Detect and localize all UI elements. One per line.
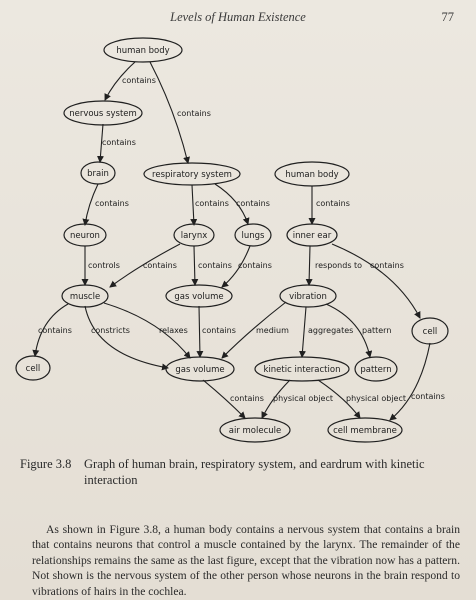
edge-ie-vib	[305, 245, 313, 286]
node-nervous-system	[63, 100, 143, 126]
edge-vib-pattern	[325, 303, 373, 358]
edge-brain-neuron	[82, 183, 99, 226]
node-neuron	[63, 223, 107, 247]
figure-number: Figure 3.8	[20, 457, 72, 471]
node-pattern	[354, 356, 398, 382]
edge-ki-cm	[317, 379, 361, 419]
node-vibration	[279, 284, 337, 308]
edge-label-lungs-gv: contains	[238, 261, 272, 270]
node-label-air-molecule: air molecule	[229, 426, 282, 436]
edge-ns-brain	[96, 123, 104, 163]
edge-lungs-gv	[221, 245, 251, 288]
edge-rs-larynx	[190, 184, 198, 226]
node-label-gas-volume-bottom: gas volume	[175, 365, 224, 375]
node-label-cell-left: cell	[26, 364, 41, 374]
node-label-gas-volume-top: gas volume	[174, 292, 223, 302]
edge-label-neuron-muscle: controls	[88, 261, 120, 270]
edge-hb-rs	[149, 61, 190, 164]
edge-gv2-air	[202, 379, 246, 419]
edge-vib-ki	[298, 306, 307, 358]
edge-muscle-gv2-relaxes	[103, 302, 191, 359]
edge-label-hb-rs: contains	[177, 109, 211, 118]
node-label-nervous-system: nervous system	[69, 109, 137, 119]
edge-ki-air	[261, 379, 291, 419]
edge-label-gv2-air: contains	[230, 394, 264, 403]
edge-label-ie-cell: contains	[370, 261, 404, 270]
node-inner-ear	[286, 223, 338, 247]
edge-label-vib-ki: aggregates	[308, 326, 353, 335]
edge-rs-lungs	[214, 183, 250, 225]
edge-label-cell-cm: contains	[411, 392, 445, 401]
node-kinetic-interaction	[254, 356, 350, 382]
edge-cell-cm	[389, 342, 431, 421]
edge-label-vib-gv2: medium	[256, 326, 289, 335]
edge-label-brain-neuron: contains	[95, 199, 129, 208]
node-label-lungs: lungs	[242, 231, 266, 241]
node-human-body-right	[274, 161, 350, 187]
node-label-human-body: human body	[116, 46, 169, 56]
node-label-neuron: neuron	[70, 231, 100, 241]
figure-caption-text: Graph of human brain, respiratory system…	[84, 457, 425, 487]
edge-muscle-cell	[32, 303, 69, 357]
node-brain	[80, 161, 116, 185]
node-label-larynx: larynx	[181, 231, 208, 241]
edge-hb-ns	[104, 61, 136, 101]
node-gas-volume-top	[165, 284, 233, 308]
edge-label-ki-cm: physical object	[346, 394, 406, 403]
node-label-kinetic-interaction: kinetic interaction	[264, 365, 341, 375]
running-head: Levels of Human Existence	[170, 10, 306, 24]
edge-gv-gv2	[196, 305, 204, 358]
edge-label-ki-air: physical object	[273, 394, 333, 403]
page-number: 77	[441, 10, 455, 24]
edge-label-muscle-relaxes: relaxes	[159, 326, 188, 335]
edge-larynx-gv	[191, 245, 199, 286]
edge-label-gv-gv2: contains	[202, 326, 236, 335]
node-label-vibration: vibration	[289, 292, 327, 302]
node-label-cell-right: cell	[423, 327, 438, 337]
node-larynx	[173, 223, 215, 247]
node-label-respiratory-system: respiratory system	[152, 170, 232, 180]
node-label-muscle: muscle	[70, 292, 100, 302]
node-label-inner-ear: inner ear	[293, 231, 332, 241]
node-human-body	[103, 37, 183, 63]
figure-caption: Figure 3.8 Graph of human brain, respira…	[20, 456, 460, 488]
node-label-brain: brain	[87, 169, 109, 179]
edge-label-hb2-ie: contains	[316, 199, 350, 208]
edge-muscle-gv2-constricts	[84, 305, 169, 371]
edge-label-ns-brain: contains	[102, 138, 136, 147]
node-label-cell-membrane: cell membrane	[333, 426, 397, 436]
node-lungs	[234, 223, 272, 247]
node-air-molecule	[219, 417, 291, 443]
node-cell-right	[411, 317, 449, 345]
concept-graph: human body nervous system brain neuron m…	[15, 37, 449, 443]
edge-label-larynx-muscle: contains	[143, 261, 177, 270]
edge-vib-gv2	[221, 301, 287, 359]
edge-label-ie-vib: responds to	[315, 261, 362, 270]
edge-label-rs-larynx: contains	[195, 199, 229, 208]
node-respiratory-system	[143, 162, 241, 186]
node-muscle	[61, 284, 109, 308]
node-label-pattern: pattern	[360, 365, 391, 375]
edge-label-vib-pattern: pattern	[362, 326, 391, 335]
node-gas-volume-bottom	[165, 356, 235, 382]
edge-label-larynx-gv: contains	[198, 261, 232, 270]
node-cell-membrane	[327, 417, 403, 443]
body-paragraph: As shown in Figure 3.8, a human body con…	[32, 522, 460, 598]
edge-larynx-muscle	[109, 243, 181, 288]
edge-label-muscle-constricts: constricts	[91, 326, 130, 335]
node-cell-left	[15, 355, 51, 381]
node-label-human-body-right: human body	[285, 170, 338, 180]
edge-ie-cell	[331, 243, 421, 319]
edge-label-rs-lungs: contains	[236, 199, 270, 208]
edge-label-muscle-cell: contains	[38, 326, 72, 335]
edge-label-hb-ns: contains	[122, 76, 156, 85]
